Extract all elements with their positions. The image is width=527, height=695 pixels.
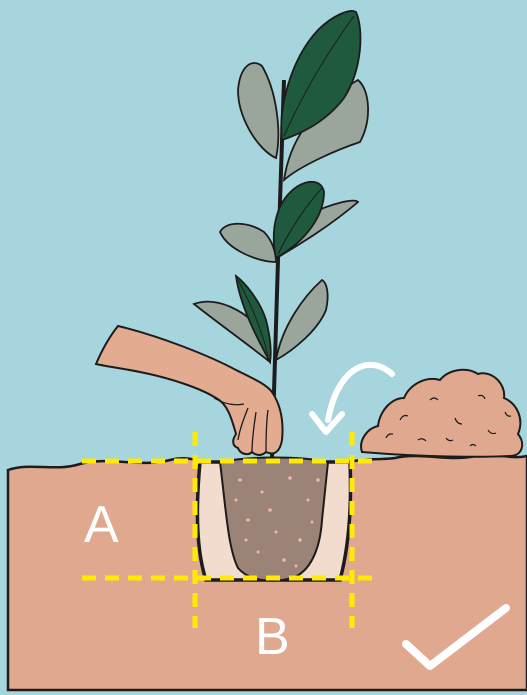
label-a: A xyxy=(84,496,119,554)
label-b: B xyxy=(255,608,290,666)
root-ball xyxy=(220,458,328,581)
